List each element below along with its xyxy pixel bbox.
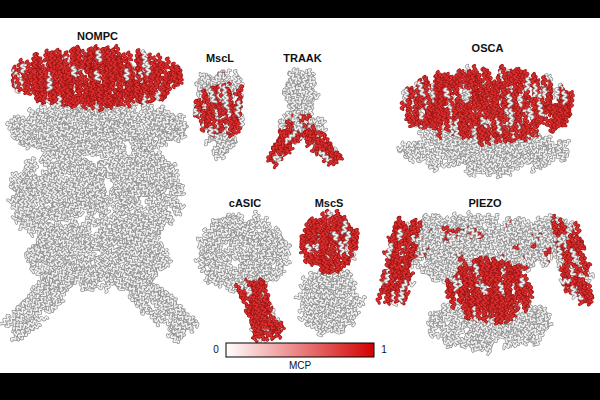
- bottom-band: [0, 373, 600, 400]
- top-band: [0, 0, 600, 18]
